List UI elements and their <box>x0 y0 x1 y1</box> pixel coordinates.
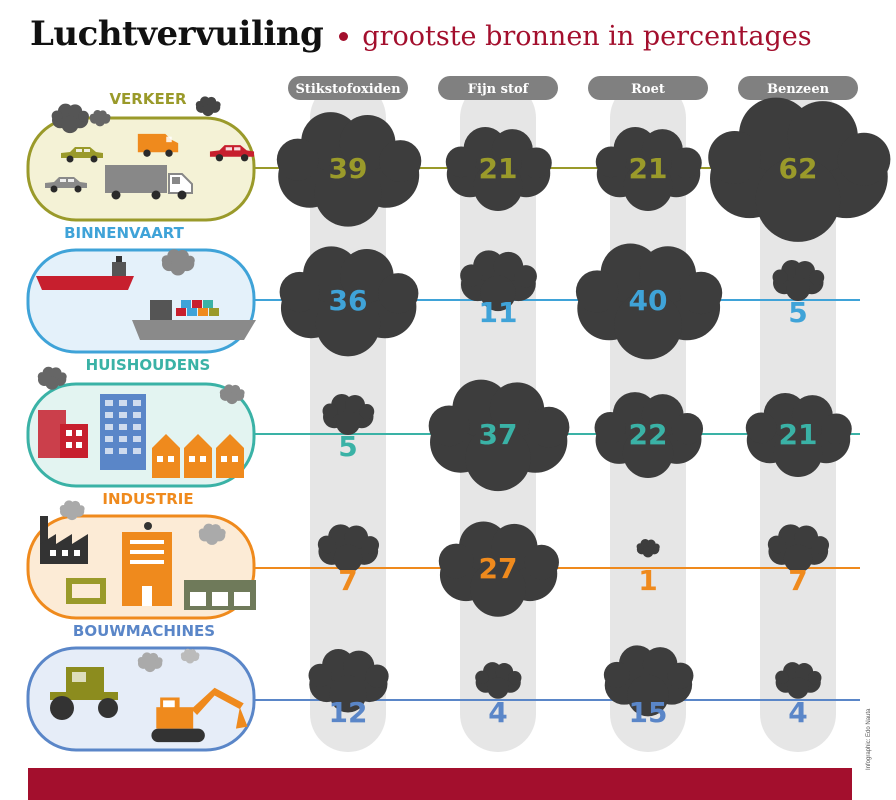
smoke-cloud <box>603 645 694 717</box>
decorative-smoke-cloud <box>59 500 85 521</box>
tanker-ship-icon <box>36 256 134 290</box>
houses-icon <box>152 434 244 478</box>
decorative-smoke-cloud <box>198 523 226 545</box>
column-header-label: Benzeen <box>767 82 830 97</box>
value-label: 7 <box>338 564 357 597</box>
decorative-smoke-cloud <box>195 96 221 117</box>
smoke-cloud <box>460 250 537 312</box>
value-label: 1 <box>638 564 657 597</box>
smoke-cloud <box>279 246 419 357</box>
value-marks: 39 21 21 62 36 11 40 5 5 37 22 21 7 27 1 7 12 4 15 4 <box>276 97 891 729</box>
smoke-cloud <box>438 521 559 617</box>
column-header-label: Fijn stof <box>468 82 530 97</box>
warehouse-icon <box>66 578 106 604</box>
smoke-cloud <box>575 243 723 360</box>
office-tower-icon <box>100 394 146 470</box>
column-header-label: Roet <box>631 82 665 97</box>
smoke-cloud <box>308 649 389 713</box>
row-label: VERKEER <box>109 90 187 108</box>
smoke-cloud <box>595 127 702 212</box>
page-title: Luchtvervuiling <box>30 14 324 54</box>
credit: Infographic: Edo Nauta <box>866 708 872 770</box>
decorative-smoke-cloud <box>137 652 163 673</box>
hangar-icon <box>184 580 256 610</box>
smoke-cloud <box>445 127 552 212</box>
decorative-smoke-cloud <box>51 103 89 134</box>
decorative-smoke <box>37 96 245 673</box>
panel-huishoudens <box>26 382 256 488</box>
value-label: 36 <box>329 284 368 317</box>
page-subtitle: grootste bronnen in percentages <box>362 21 812 52</box>
column-header-label: Stikstofoxiden <box>295 82 401 97</box>
panel-verkeer <box>26 116 256 222</box>
apartment-building-icon <box>38 410 88 458</box>
value-label: 4 <box>488 696 507 729</box>
value-label: 62 <box>779 152 818 185</box>
smoke-cloud <box>775 662 822 699</box>
row-label: HUISHOUDENS <box>86 356 211 374</box>
smoke-cloud <box>276 112 422 227</box>
value-label: 39 <box>329 152 368 185</box>
source-panels <box>26 116 256 752</box>
panel-industrie <box>26 514 256 620</box>
value-label: 11 <box>479 296 518 329</box>
decorative-smoke-cloud <box>37 366 67 390</box>
factory-icon <box>40 516 88 564</box>
title-separator-dot <box>339 32 349 42</box>
value-label: 21 <box>479 152 518 185</box>
value-label: 40 <box>629 284 668 317</box>
row-labels: VERKEER BINNENVAART HUISHOUDENS INDUSTRIE BO… <box>64 90 215 640</box>
row-label: BOUWMACHINES <box>73 622 215 640</box>
smoke-cloud <box>475 662 522 699</box>
decorative-smoke-cloud <box>89 110 111 127</box>
column-header-pill <box>588 76 708 100</box>
value-label: 21 <box>629 152 668 185</box>
value-label: 21 <box>779 418 818 451</box>
panel-binnenvaart <box>26 248 256 354</box>
smoke-cloud <box>767 524 830 573</box>
value-label: 5 <box>788 296 807 329</box>
smoke-cloud <box>772 260 825 301</box>
smoke-cloud <box>708 97 891 242</box>
footer-band <box>28 768 852 800</box>
column-header-pill <box>288 76 408 100</box>
decorative-smoke-cloud <box>219 384 245 405</box>
container-ship-icon <box>132 300 256 340</box>
smoke-cloud <box>594 392 704 479</box>
value-label: 22 <box>629 418 668 451</box>
smoke-cloud <box>322 394 375 435</box>
column-header-pill <box>438 76 558 100</box>
column-headers: Stikstofoxiden Fijn stof Roet Benzeen <box>288 76 858 100</box>
value-label: 5 <box>338 430 357 463</box>
title-bar: Luchtvervuiling grootste bronnen in perce… <box>30 14 812 64</box>
smoke-cloud <box>636 539 660 558</box>
value-label: 37 <box>479 418 518 451</box>
value-label: 27 <box>479 552 518 585</box>
row-label: INDUSTRIE <box>102 490 193 508</box>
value-label: 15 <box>629 696 668 729</box>
value-label: 7 <box>788 564 807 597</box>
smoke-cloud <box>428 379 570 492</box>
office-building-icon <box>122 522 172 606</box>
column-header-pill <box>738 76 858 100</box>
decorative-smoke-cloud <box>180 648 200 664</box>
smoke-cloud <box>745 393 852 478</box>
row-label: BINNENVAART <box>64 224 185 242</box>
value-label: 4 <box>788 696 807 729</box>
value-label: 12 <box>329 696 368 729</box>
smoke-cloud <box>317 524 380 573</box>
decorative-smoke-cloud <box>161 249 195 276</box>
